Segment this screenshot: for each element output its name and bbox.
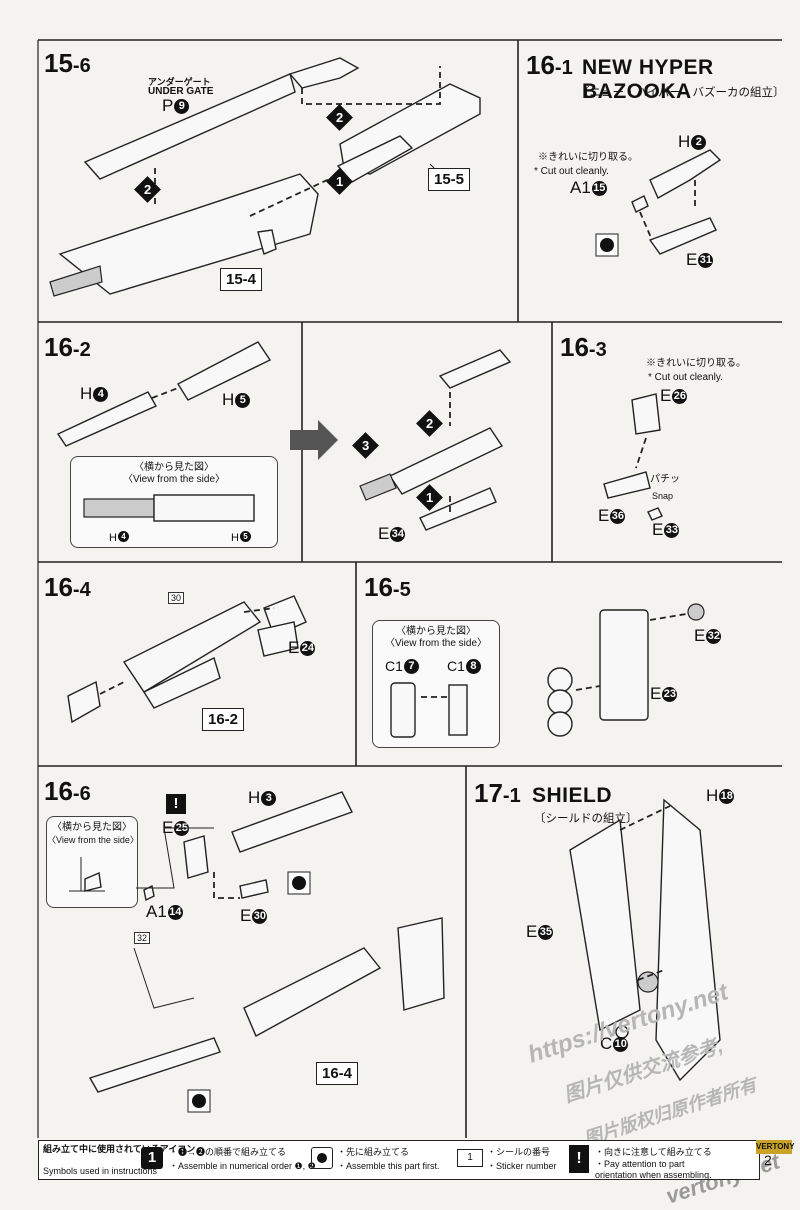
cut-note-jp: ※きれいに切り取る。 xyxy=(538,152,638,163)
legend-order-en: ・Assemble in numerical order ❶, ❷... xyxy=(169,1161,324,1171)
step-16-4-illustration xyxy=(67,595,307,724)
side-view-caption-en-16-5: 〈View from the side〉 xyxy=(384,638,488,649)
step-16-1-illustration xyxy=(595,149,722,257)
new-hyper-bazooka-title: NEW HYPER BAZOOKA xyxy=(582,56,714,103)
side-view-caption-en: 〈View from the side〉 xyxy=(122,474,226,485)
step-16-3-number: 16-3 xyxy=(560,332,607,362)
legend-sticker-jp: ・シールの番号 xyxy=(487,1147,551,1157)
step-16-6-illustration xyxy=(88,791,445,1113)
step-ref-15-4: 15-4 xyxy=(220,268,263,291)
under-gate-label-en: UNDER GATE xyxy=(148,86,214,97)
step-16-6-number: 16-6 xyxy=(44,776,91,806)
orientation-caution-icon: ! xyxy=(569,1145,589,1173)
step-16-5-number: 16-5 xyxy=(364,572,411,602)
step-17-1-illustration xyxy=(569,798,721,1082)
step-16-2b-illustration xyxy=(359,349,512,531)
step-16-5-illustration xyxy=(547,603,705,737)
side-view-drawing xyxy=(83,494,255,522)
shield-title: SHIELD xyxy=(532,784,613,807)
sticker-number-30: 30 xyxy=(168,592,185,604)
step-16-2-number: 16-2 xyxy=(44,332,91,362)
side-view-caption-en-16-6: 〈View from the side〉 xyxy=(47,835,139,845)
step-16-3-illustration xyxy=(603,393,663,521)
legend-orientation-jp: ・向きに注意して組み立てる xyxy=(595,1147,712,1157)
new-hyper-bazooka-subtitle: 〔ニュー・ハイパー・バズーカの組立〕 xyxy=(578,87,785,99)
step-ref-15-5: 15-5 xyxy=(428,168,471,191)
proceed-arrow xyxy=(290,420,338,460)
side-view-drawing-16-5 xyxy=(390,682,468,738)
sticker-number-icon: 1 xyxy=(457,1149,483,1167)
under-gate-label-jp: アンダーゲート xyxy=(148,77,211,87)
cut-note-en: * Cut out cleanly. xyxy=(534,166,609,177)
step-15-6-number: 15-6 xyxy=(44,48,91,78)
side-view-caption-jp: 〈横から見た図〉 xyxy=(134,462,214,473)
legend-sticker-en: ・Sticker number xyxy=(487,1161,557,1171)
symbol-legend: 組み立て中に使用されているアイコン Symbols used in instru… xyxy=(38,1140,760,1180)
side-view-drawing-16-6 xyxy=(69,857,105,892)
page-number: 2 xyxy=(764,1152,772,1168)
assemble-first-icon xyxy=(311,1147,333,1169)
order-number-icon: 1 xyxy=(141,1147,163,1169)
sticker-number-32: 32 xyxy=(134,932,151,944)
side-view-caption-jp-16-5: 〈横から見た図〉 xyxy=(396,626,476,637)
step-15-6-illustration xyxy=(49,57,481,297)
shield-subtitle: 〔シールドの組立〕 xyxy=(534,813,638,825)
legend-heading-en: Symbols used in instructions xyxy=(43,1166,158,1176)
caution-icon: ! xyxy=(166,794,186,814)
step-16-4-number: 16-4 xyxy=(44,572,91,602)
step-16-1-number: 16-1 xyxy=(526,50,573,80)
cut-note-en-16-3: * Cut out cleanly. xyxy=(648,372,723,383)
cut-note-jp-16-3: ※きれいに切り取る。 xyxy=(646,358,746,369)
step-17-1-number: 17-1 xyxy=(474,778,521,808)
snap-label-jp: パチッ xyxy=(650,474,680,485)
legend-first-en: ・Assemble this part first. xyxy=(337,1161,440,1171)
legend-first-jp: ・先に組み立てる xyxy=(337,1147,410,1157)
side-view-box-16-6: 〈横から見た図〉 〈View from the side〉 xyxy=(46,816,139,908)
site-badge: VERTONY xyxy=(756,1140,795,1154)
legend-heading-jp: 組み立て中に使用されているアイコン xyxy=(43,1144,196,1154)
side-view-caption-jp-16-6: 〈横から見た図〉 xyxy=(52,822,132,833)
legend-orientation-en: ・Pay attention to part orientation when … xyxy=(595,1159,712,1180)
step-ref-16-2: 16-2 xyxy=(202,708,245,731)
step-16-2-illustration xyxy=(56,341,272,447)
legend-order-jp: ・❶→❷の順番で組み立てる xyxy=(169,1147,287,1157)
step-ref-16-4: 16-4 xyxy=(316,1062,359,1085)
snap-label-en: Snap xyxy=(652,491,674,501)
